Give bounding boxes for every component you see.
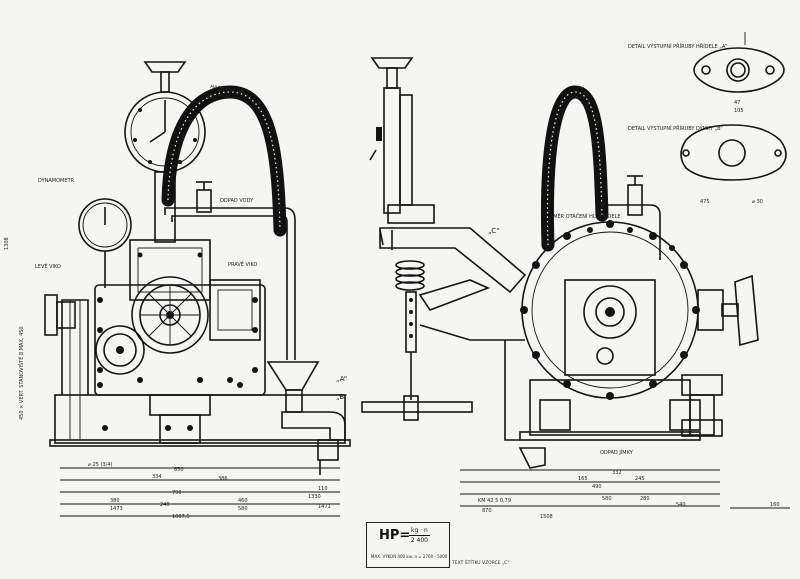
dim-d16: KM 42 5 0,79	[478, 498, 511, 504]
formula-note: MAX. VÝKON 400 kw, n = 2700 - 5000	[371, 554, 448, 559]
label-drain: ODPAD JÍMKY	[600, 449, 634, 456]
right-handwheel	[734, 274, 759, 347]
middle-arm	[379, 227, 527, 294]
left-flange	[44, 294, 58, 336]
formula-numerator: kg · n	[409, 527, 430, 536]
flange-b	[680, 124, 787, 181]
formula-caption: TEXT ŠTÍTKU VZORCE „C“	[452, 561, 510, 566]
dim-d13: 1471	[318, 504, 331, 510]
formula-box: HP= kg · n 2 400 MAX. VÝKON 400 kw, n = …	[366, 522, 450, 568]
label-point-c: „C“	[488, 227, 500, 235]
label-rotated-note: 450 × VERT. STANOVIŠTĚ 8 MAX. 450	[17, 326, 25, 420]
dim-d25: 540	[676, 502, 686, 508]
label-right-side: PRAVÉ VIKO	[228, 260, 257, 268]
label-spin-note: SMĚR OTÁČENÍ HL. HŘÍDELE	[550, 212, 621, 220]
middle-spring	[395, 260, 425, 291]
right-hose	[541, 85, 609, 252]
dim-d7: 1473	[110, 506, 123, 512]
dim-d15: 1308	[4, 237, 10, 250]
dim-d8: 240	[160, 502, 170, 508]
dim-d9: 1007,5	[172, 514, 190, 520]
left-funnel	[266, 361, 320, 391]
left-small-wheel	[95, 325, 145, 375]
dim-d4: 386	[218, 476, 228, 482]
dim-d1: ⌀ 25 (3/4)	[88, 462, 113, 468]
label-detail-a: DETAIL VÝSTUPNÍ PŘÍRUBY HŘÍDELE „A“	[628, 42, 728, 50]
left-hose	[161, 85, 287, 237]
dim-d24: 280	[640, 496, 650, 502]
dim-d29: 47	[734, 100, 740, 106]
dim-d18: 1508	[540, 514, 553, 520]
dim-d28: 475	[700, 199, 710, 205]
dim-d17: 870	[482, 508, 492, 514]
label-nozzle: ODPAD VODY	[220, 198, 254, 204]
right-center-block	[564, 279, 656, 376]
left-side-box	[209, 279, 261, 341]
dim-d22: 165	[578, 476, 588, 482]
left-outlet	[281, 411, 346, 441]
flange-a	[693, 47, 785, 93]
right-view: SMĚR OTÁČENÍ HL. HŘÍDELE ODPAD JÍMKY	[504, 85, 759, 469]
left-flywheel	[131, 276, 209, 354]
formula-hp: HP=	[379, 528, 410, 543]
left-leg	[61, 299, 89, 395]
dim-d20: 245	[635, 476, 645, 482]
middle-top-handle	[370, 57, 414, 69]
dim-d14: 110	[318, 486, 328, 492]
dim-d10: 460	[238, 498, 248, 504]
dim-d6: 380	[110, 498, 120, 504]
dim-d11: 580	[238, 506, 248, 512]
middle-column	[383, 87, 401, 214]
middle-weight-plate	[361, 401, 473, 413]
left-top-handle	[143, 61, 187, 73]
middle-view: „C“	[361, 57, 527, 421]
left-water-pipe	[164, 207, 296, 360]
dim-d21: 490	[592, 484, 602, 490]
dim-d3: 650	[174, 467, 184, 473]
right-side-flange	[697, 289, 724, 331]
right-pipe	[600, 204, 661, 260]
formula-hp-symbol: HP	[379, 528, 400, 543]
label-left-side: LEVÉ VIKO	[35, 262, 61, 270]
dim-d5: 790	[172, 490, 182, 496]
label-dynamometer: DYNAMOMETR	[38, 178, 75, 184]
dim-d23: 580	[602, 496, 612, 502]
dim-d27: ⌀ 30	[752, 199, 763, 205]
label-detail-b: DETAIL VÝSTUPNÍ PŘÍRUBY DÝMKY „B“	[628, 124, 723, 132]
label-point-a: „A“	[336, 375, 347, 383]
left-view: DYNAMOMETR LEVÉ VIKO PRAVÉ VIKO HADICE V…	[17, 61, 351, 475]
label-point-b: „B“	[336, 393, 347, 401]
formula-equals: =	[399, 528, 411, 543]
dim-d26: 160	[770, 502, 780, 508]
dim-d19: 332	[612, 470, 622, 476]
dim-d2: 334	[152, 474, 162, 480]
formula-fraction: kg · n 2 400	[409, 526, 430, 545]
dim-d12: 1330	[308, 494, 321, 500]
formula-denominator: 2 400	[410, 537, 428, 544]
dimension-labels: ⌀ 25 (3/4) 334 650 386 790 380 1473 240 …	[4, 237, 780, 520]
dim-d30: 105	[734, 108, 744, 114]
dimension-lines	[60, 467, 790, 517]
flange-details: DETAIL VÝSTUPNÍ PŘÍRUBY HŘÍDELE „A“ DETA…	[628, 32, 787, 205]
